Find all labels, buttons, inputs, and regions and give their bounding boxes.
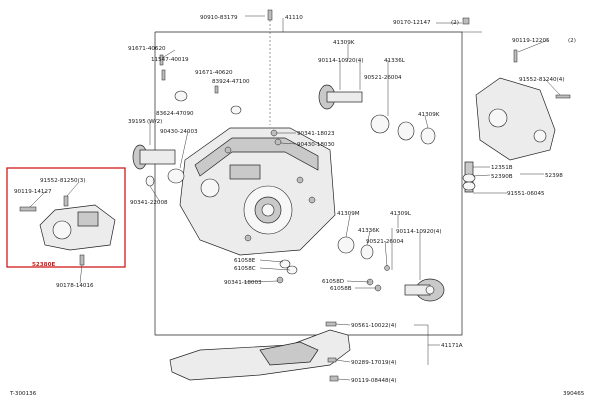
assembly-frame <box>154 31 463 336</box>
label-41309k-right: 41309K <box>418 112 440 118</box>
label-90119-14127: 90119-14127 <box>14 189 52 195</box>
label-90561-10022: 90561-10022(4) <box>351 323 397 329</box>
label-91671-40620b: 91671-40620 <box>195 70 233 76</box>
output-flange-top <box>318 84 436 145</box>
label-61058d: 61058D <box>322 279 344 285</box>
label-90119-12205: 90119-12205 <box>512 38 550 44</box>
label-52390b: 52390B <box>491 174 513 180</box>
label-91551-06045: 91551-06045 <box>507 191 545 197</box>
highlight-box <box>6 167 126 268</box>
rear-mount-bracket <box>462 77 556 193</box>
label-90289-17019: 90289-17019(4) <box>351 360 397 366</box>
label-90341-18023: 90341-18023 <box>297 131 335 137</box>
label-90341-18003: 90341-18003 <box>224 280 262 286</box>
label-61058b: 61058B <box>330 286 352 292</box>
label-41309m: 41309M <box>337 211 360 217</box>
label-61058e: 61058E <box>234 258 256 264</box>
label-90114-10920: 90114-10920(4) <box>318 58 364 64</box>
label-90178-14016: 90178-14016 <box>56 283 94 289</box>
label-83624-47090: 83624-47090 <box>156 111 194 117</box>
label-52398: 52398 <box>545 173 563 179</box>
skid-plate <box>169 321 351 382</box>
label-91552-81240: 91552-81240(4) <box>519 77 565 83</box>
input-shaft <box>132 144 185 187</box>
top-bolts <box>159 9 571 146</box>
label-91671-40620: 91671-40620 <box>128 46 166 52</box>
label-90430-24003: 90430-24003 <box>160 129 198 135</box>
label-41171a: 41171A <box>441 343 463 349</box>
label-41309k-top: 41309K <box>333 40 355 46</box>
label-90521-26004b: 90521-26004 <box>366 239 404 245</box>
lower-seals <box>276 259 390 292</box>
part-labels: 90910-83179 41110 90170-12147 (2) 90119-… <box>14 15 576 384</box>
label-61058c: 61058C <box>234 266 256 272</box>
label-90521-26004: 90521-26004 <box>364 75 402 81</box>
label-39195: 39195 <box>128 119 146 125</box>
label-41336k: 41336K <box>358 228 380 234</box>
label-41336l: 41336L <box>384 58 406 64</box>
front-mount-bracket <box>19 195 116 266</box>
label-qty-2b: (2) <box>568 38 576 44</box>
footer-right-code: 390465 <box>563 391 585 397</box>
label-qty-2: (2) <box>451 20 459 26</box>
label-w2: (W/2) <box>147 119 162 125</box>
label-41110: 41110 <box>285 15 303 21</box>
label-52380e: 52380E <box>32 262 55 268</box>
transfer-housing <box>179 127 336 256</box>
label-91552-81250: 91552-81250(3) <box>40 178 86 184</box>
label-41309l: 41309L <box>390 211 412 217</box>
label-90341-22008: 90341-22008 <box>130 200 168 206</box>
label-90170-12147: 90170-12147 <box>393 20 431 26</box>
label-12351b: 12351B <box>491 165 513 171</box>
leader-lines <box>29 15 561 381</box>
label-90910-83179: 90910-83179 <box>200 15 238 21</box>
footer-left-code: T-300136 <box>9 391 37 397</box>
label-90114-10920b: 90114-10920(4) <box>396 229 442 235</box>
label-90430-18030: 90430-18030 <box>297 142 335 148</box>
output-flange-lower <box>337 236 445 302</box>
label-90119-08448: 90119-08448(4) <box>351 378 397 384</box>
label-83924-47100: 83924-47100 <box>212 79 250 85</box>
label-11547-40019: 11547-40019 <box>151 57 189 63</box>
